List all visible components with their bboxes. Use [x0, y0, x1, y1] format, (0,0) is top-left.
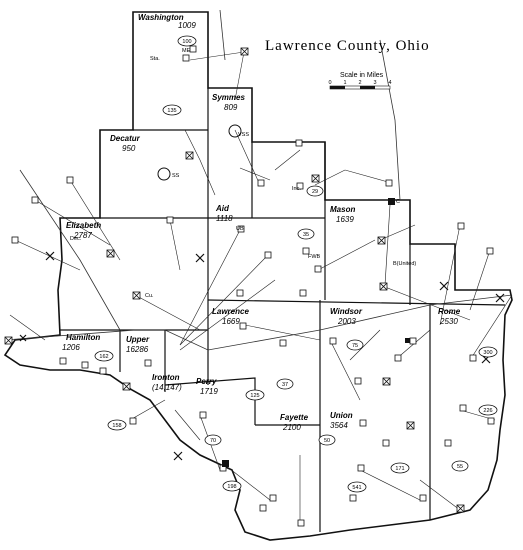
svg-text:50: 50: [324, 438, 330, 444]
svg-text:100: 100: [182, 39, 191, 45]
svg-text:1719: 1719: [200, 387, 218, 396]
svg-text:3564: 3564: [330, 421, 348, 430]
svg-text:1206: 1206: [62, 343, 80, 352]
svg-text:UB: UB: [236, 226, 244, 232]
svg-text:809: 809: [224, 103, 238, 112]
township-name-hamilton: Hamilton: [66, 333, 100, 342]
svg-text:1118: 1118: [216, 214, 233, 223]
svg-text:2: 2: [358, 80, 361, 86]
township-name-rome: Rome: [438, 307, 461, 316]
map-title: Lawrence County, Ohio: [265, 38, 430, 54]
svg-text:0: 0: [328, 80, 331, 86]
svg-text:2100: 2100: [282, 423, 301, 432]
svg-text:VSS: VSS: [238, 132, 249, 138]
svg-text:35: 35: [303, 232, 309, 238]
svg-text:29: 29: [312, 189, 318, 195]
county-boundary: [3, 11, 513, 541]
svg-text:16286: 16286: [126, 345, 149, 354]
svg-text:158: 158: [112, 423, 121, 429]
filled-markers: [222, 198, 410, 467]
scale-bar: [329, 85, 391, 90]
svg-text:226: 226: [483, 408, 492, 414]
x-marks: [19, 251, 505, 461]
svg-text:75: 75: [352, 343, 358, 349]
ss-circle: [157, 167, 171, 181]
connector-lines: [9, 51, 513, 520]
township-name-decatur: Decatur: [110, 134, 141, 143]
svg-text:125: 125: [250, 393, 259, 399]
svg-text:171: 171: [395, 466, 404, 472]
svg-text:2003: 2003: [337, 317, 356, 326]
svg-text:950: 950: [122, 144, 136, 153]
svg-text:4: 4: [388, 80, 391, 86]
township-name-windsor: Windsor: [330, 307, 363, 316]
svg-text:37: 37: [282, 382, 288, 388]
svg-text:300: 300: [483, 350, 492, 356]
svg-text:SS: SS: [172, 173, 180, 179]
svg-text:(14,147): (14,147): [152, 383, 182, 392]
svg-text:198: 198: [227, 484, 236, 490]
svg-text:Sta.: Sta.: [150, 56, 160, 62]
vss-circle: [228, 124, 242, 138]
closed-church-markers: [4, 47, 465, 513]
township-name-fayette: Fayette: [280, 413, 309, 422]
township-name-lawrence: Lawrence: [212, 307, 249, 316]
township-name-ironton: Ironton: [152, 373, 180, 382]
township-name-symmes: Symmes: [212, 93, 245, 102]
railroad-lines: [4, 9, 513, 351]
township-name-elizabeth: Elizabeth: [66, 221, 101, 230]
svg-text:FWB: FWB: [308, 254, 321, 260]
svg-text:135: 135: [167, 108, 176, 114]
township-name-upper: Upper: [126, 335, 150, 344]
svg-text:C: C: [396, 199, 400, 205]
svg-text:1669: 1669: [222, 317, 240, 326]
township-name-mason: Mason: [330, 205, 355, 214]
svg-text:1: 1: [343, 80, 346, 86]
svg-text:70: 70: [210, 438, 216, 444]
scale-label: Scale in Miles: [340, 72, 384, 79]
township-name-aid: Aid: [215, 204, 230, 213]
scale-ticks: 0 1 2 3 4: [328, 80, 391, 86]
marker-annotations: VSS SS ME UB FWB C Inc. Dec. Sta. Cu. B(…: [70, 48, 416, 299]
svg-text:2787: 2787: [73, 231, 92, 240]
church-markers: [11, 45, 495, 527]
svg-text:541: 541: [352, 485, 361, 491]
svg-text:162: 162: [99, 354, 108, 360]
svg-text:1639: 1639: [336, 215, 354, 224]
svg-text:1009: 1009: [178, 21, 196, 30]
svg-text:Dec.: Dec.: [70, 236, 82, 242]
township-name-washington: Washington: [138, 13, 184, 22]
svg-text:ME: ME: [182, 48, 191, 54]
township-name-perry: Perry: [196, 377, 217, 386]
township-lines: [60, 88, 506, 532]
township-name-union: Union: [330, 411, 353, 420]
svg-text:3: 3: [373, 80, 376, 86]
svg-text:2530: 2530: [439, 317, 458, 326]
svg-text:Inc.: Inc.: [292, 186, 301, 192]
ovals: [94, 35, 498, 493]
svg-text:Cu.: Cu.: [145, 293, 154, 299]
svg-text:B(United): B(United): [393, 261, 416, 267]
oval-labels: 100 135 29 35 162 75 125 70 198 37 55 226 171 3…: [99, 39, 492, 491]
township-labels: Washington 1009 Symmes 809 Decatur 950 A…: [62, 13, 461, 432]
svg-text:55: 55: [457, 464, 463, 470]
